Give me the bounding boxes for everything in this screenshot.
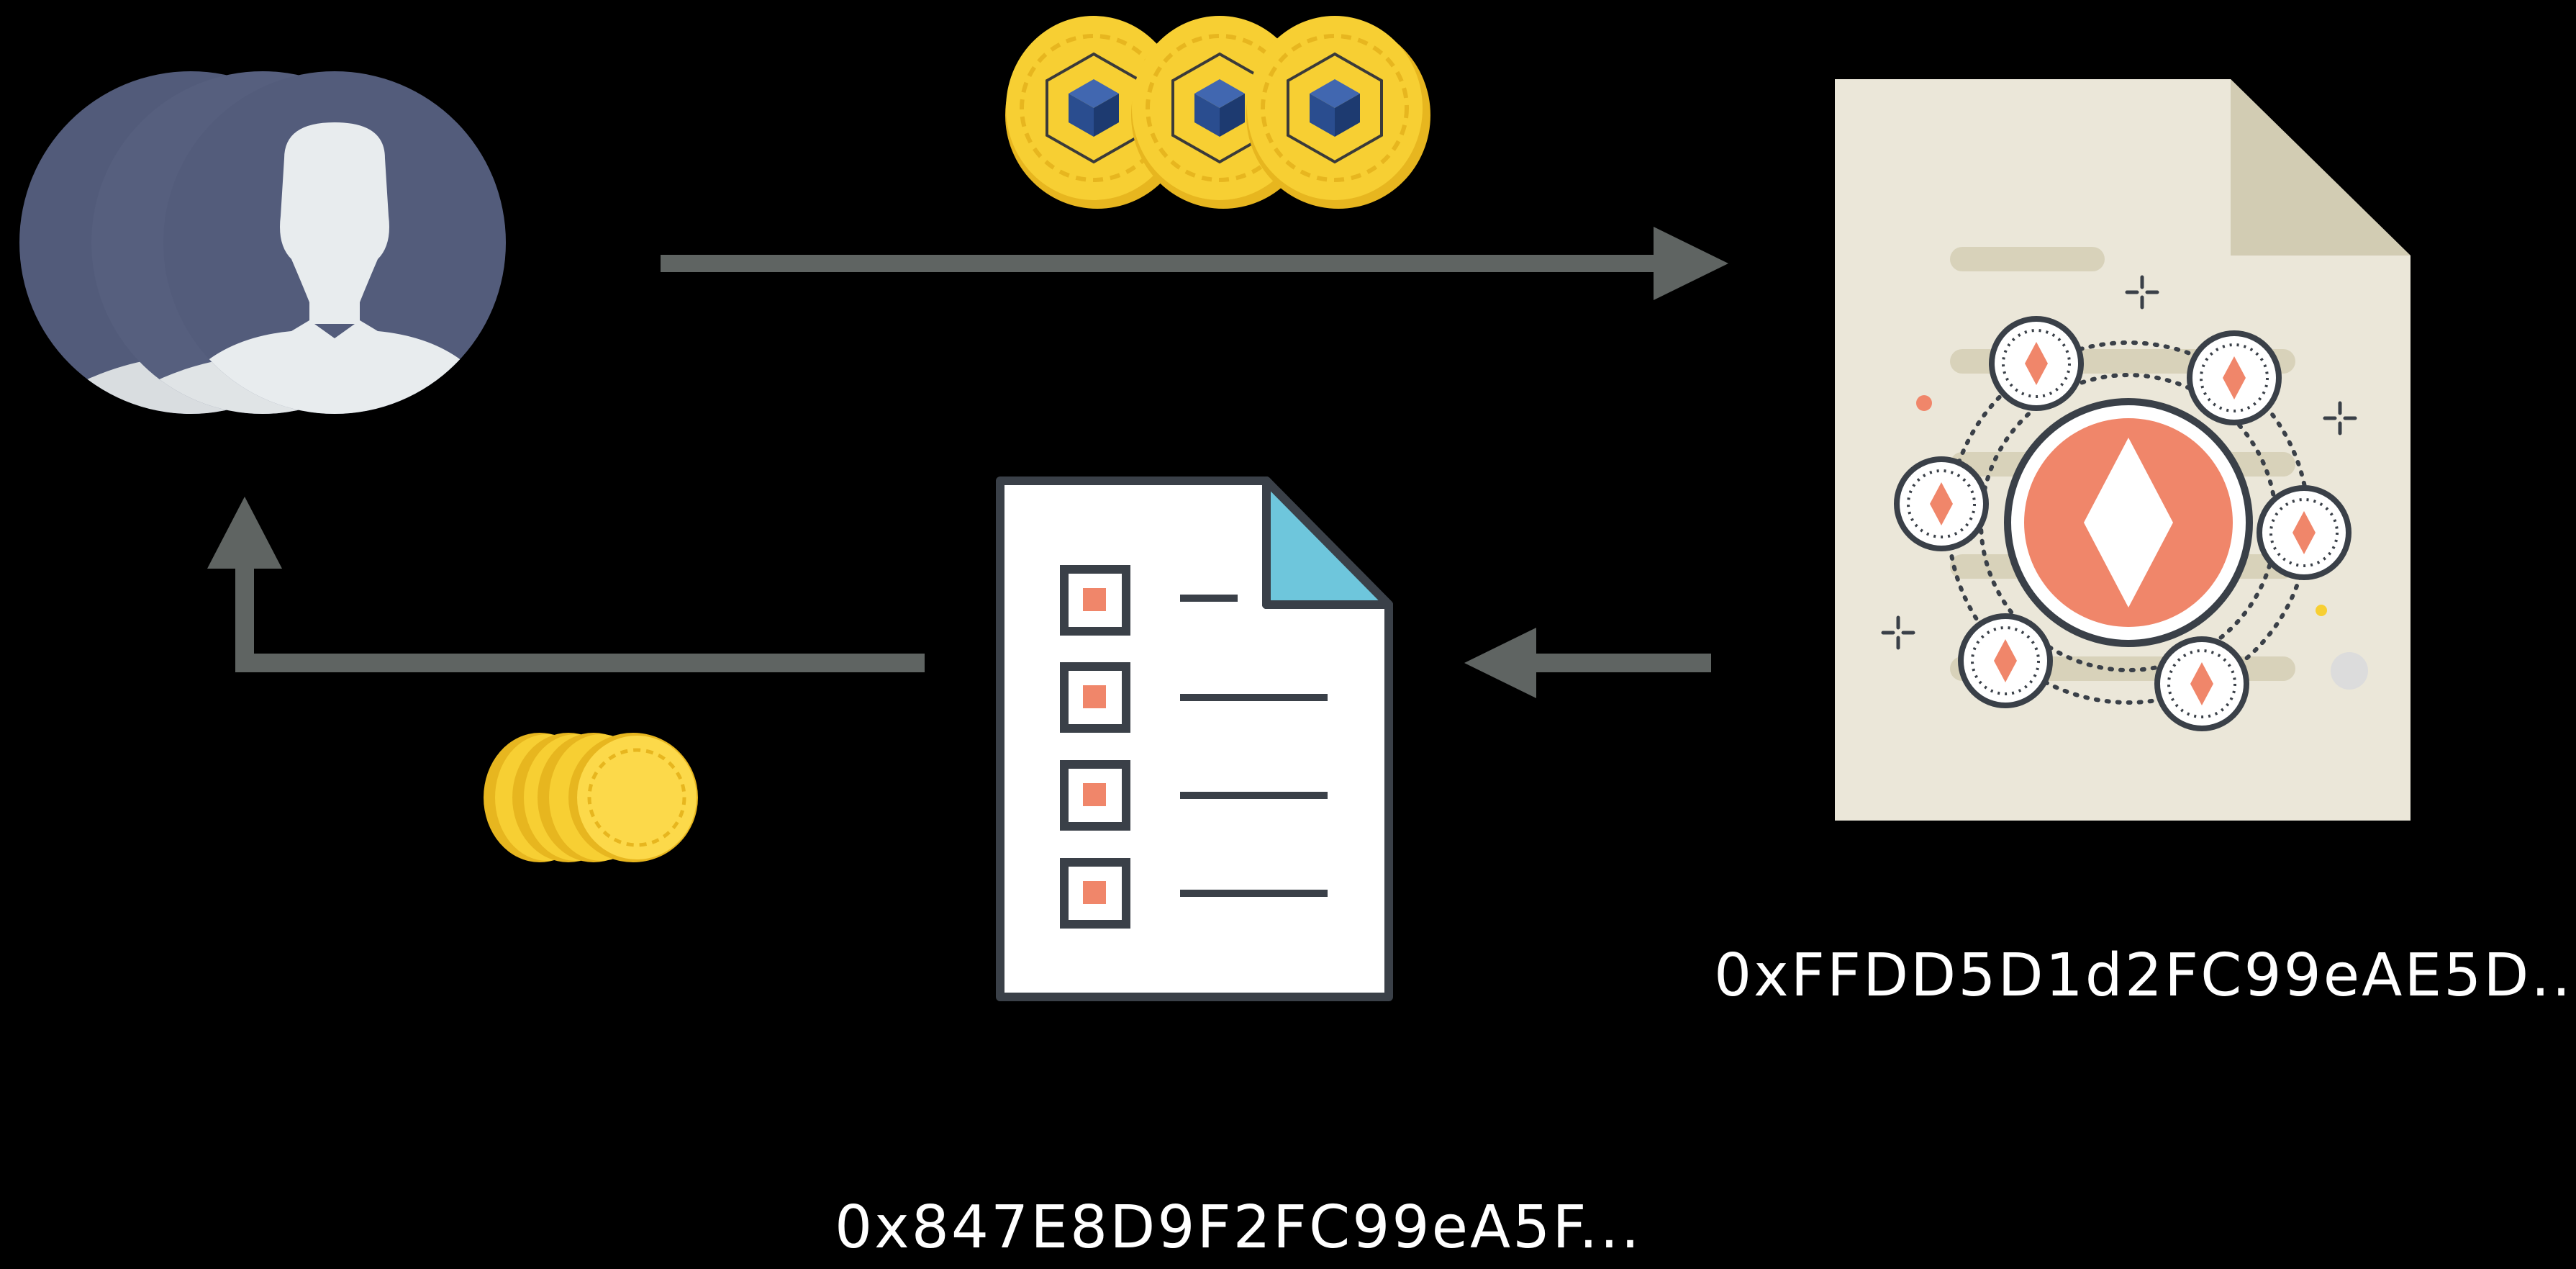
contract-address-label: 0xFFDD5D1d2FC99eAE5D... [1714,941,2576,1010]
orbit-token [2154,636,2249,731]
orbit-token [2257,485,2351,580]
crypto-coin-stack-icon [1005,16,1430,209]
arrow-to-users [207,497,925,672]
gold-coin-stack-icon [484,733,698,862]
orbit-token [2187,330,2282,425]
orbit-token [1958,613,2053,708]
smart-contract-document-icon [1835,79,2411,821]
users-group-icon [19,71,506,414]
avatar [163,71,506,414]
checklist-item [1060,858,1328,929]
crypto-coin [1246,16,1430,209]
checklist-item [1060,760,1328,831]
checklist-item [1060,565,1238,636]
checklist-document-icon [996,477,1393,1001]
orbit-token [1894,456,1989,551]
arrow-to-contract [661,227,1728,300]
orbit-token [1989,316,2084,411]
checklist-item [1060,662,1328,733]
arrow-to-receipt [1464,628,1711,698]
token-address-label: 0x847E8D9F2FC99eA5F... [835,1193,1642,1262]
